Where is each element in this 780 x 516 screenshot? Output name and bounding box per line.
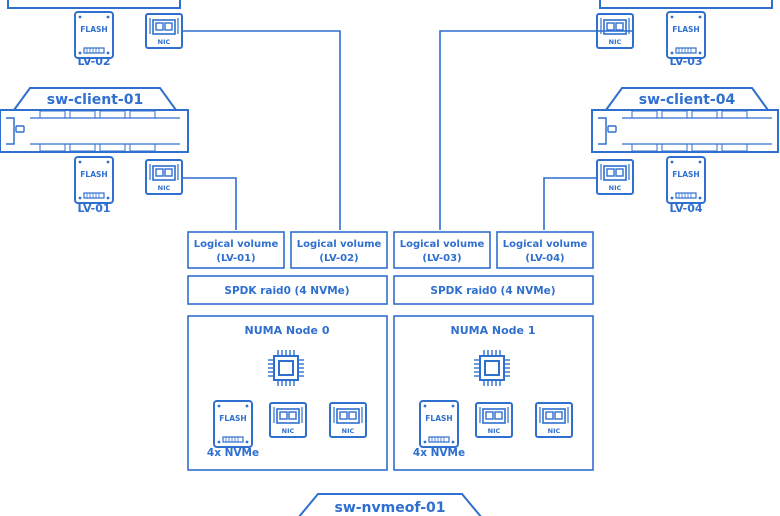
spdk-raid-1: SPDK raid0 (4 NVMe): [393, 275, 594, 305]
logical-volume-id: (LV-01): [216, 253, 255, 264]
nic-label: NIC: [158, 38, 171, 46]
flash-icon: FLASH: [419, 400, 459, 448]
volume-label: LV-04: [669, 202, 702, 215]
nic-label: NIC: [342, 427, 355, 435]
nic-icon: NIC: [596, 159, 634, 195]
client-sw-client-01: sw-client-01 FLASH NIC LV-01: [0, 87, 189, 215]
flash-label: FLASH: [80, 25, 107, 34]
flash-label: FLASH: [80, 170, 107, 179]
nic-icon: NIC: [329, 402, 367, 438]
volume-label: LV-03: [669, 55, 702, 68]
flash-label: FLASH: [219, 414, 246, 423]
nic-label: NIC: [609, 38, 622, 46]
server-name-tab: [298, 493, 482, 516]
nic-icon: NIC: [269, 402, 307, 438]
nic-label: NIC: [282, 427, 295, 435]
numa-node-0: NUMA Node 0 FLASH NIC NIC 4x NVMe: [187, 315, 388, 471]
flash-icon: FLASH: [213, 400, 253, 448]
logical-volume-lv-01: Logical volume (LV-01): [187, 231, 285, 269]
connector-lv-04: [543, 177, 597, 230]
cpu-icon: [473, 349, 511, 387]
server-chassis: [0, 109, 189, 153]
server-chassis: [7, 0, 181, 9]
logical-volume-id: (LV-04): [525, 253, 564, 264]
nic-icon: NIC: [475, 402, 513, 438]
spdk-raid-0: SPDK raid0 (4 NVMe): [187, 275, 388, 305]
flash-icon: FLASH: [666, 11, 706, 59]
flash-label: FLASH: [672, 25, 699, 34]
logical-volume-lv-02: Logical volume (LV-02): [290, 231, 388, 269]
logical-volume-title: Logical volume: [194, 239, 279, 250]
server-name: sw-client-04: [639, 92, 736, 108]
connectors: [182, 30, 634, 230]
connector-lv-02: [182, 30, 341, 230]
flash-icon: FLASH: [74, 156, 114, 204]
server-name: sw-client-01: [47, 92, 143, 108]
raid-label: SPDK raid0 (4 NVMe): [224, 285, 349, 297]
volume-label: LV-01: [77, 202, 110, 215]
nic-icon: NIC: [535, 402, 573, 438]
logical-volume-title: Logical volume: [400, 239, 485, 250]
flash-icon: FLASH: [74, 11, 114, 59]
logical-volume-title: Logical volume: [297, 239, 382, 250]
nic-label: NIC: [548, 427, 561, 435]
client-top-left: FLASH NIC LV-02: [7, 0, 183, 68]
nic-label: NIC: [488, 427, 501, 435]
nic-label: NIC: [158, 184, 171, 192]
flash-label: FLASH: [425, 414, 452, 423]
client-top-right: NIC FLASH LV-03: [596, 0, 773, 68]
nic-label: NIC: [609, 184, 622, 192]
logical-volume-lv-04: Logical volume (LV-04): [496, 231, 594, 269]
server-sw-nvmeof-01: sw-nvmeof-01: [298, 493, 482, 516]
connector-lv-03: [439, 30, 634, 230]
nic-icon: NIC: [596, 13, 634, 49]
nvme-count-label: 4x NVMe: [413, 447, 465, 459]
nic-icon: NIC: [145, 159, 183, 195]
numa-title: NUMA Node 0: [244, 324, 329, 337]
logical-volume-title: Logical volume: [503, 239, 588, 250]
server-chassis: [591, 109, 779, 153]
logical-volume-lv-03: Logical volume (LV-03): [393, 231, 491, 269]
server-chassis: [599, 0, 773, 9]
nvme-count-label: 4x NVMe: [207, 447, 259, 459]
flash-icon: FLASH: [666, 156, 706, 204]
connector-lv-01: [182, 177, 237, 230]
nic-icon: NIC: [145, 13, 183, 49]
numa-node-1: NUMA Node 1 FLASH NIC NIC 4x NVMe: [393, 315, 594, 471]
volume-label: LV-02: [77, 55, 110, 68]
cpu-icon: [267, 349, 305, 387]
raid-label: SPDK raid0 (4 NVMe): [430, 285, 555, 297]
logical-volume-id: (LV-03): [422, 253, 461, 264]
client-sw-client-04: sw-client-04 NIC FLASH LV-04: [591, 87, 779, 215]
flash-label: FLASH: [672, 170, 699, 179]
numa-title: NUMA Node 1: [450, 324, 535, 337]
logical-volume-id: (LV-02): [319, 253, 358, 264]
server-name: sw-nvmeof-01: [334, 500, 445, 516]
